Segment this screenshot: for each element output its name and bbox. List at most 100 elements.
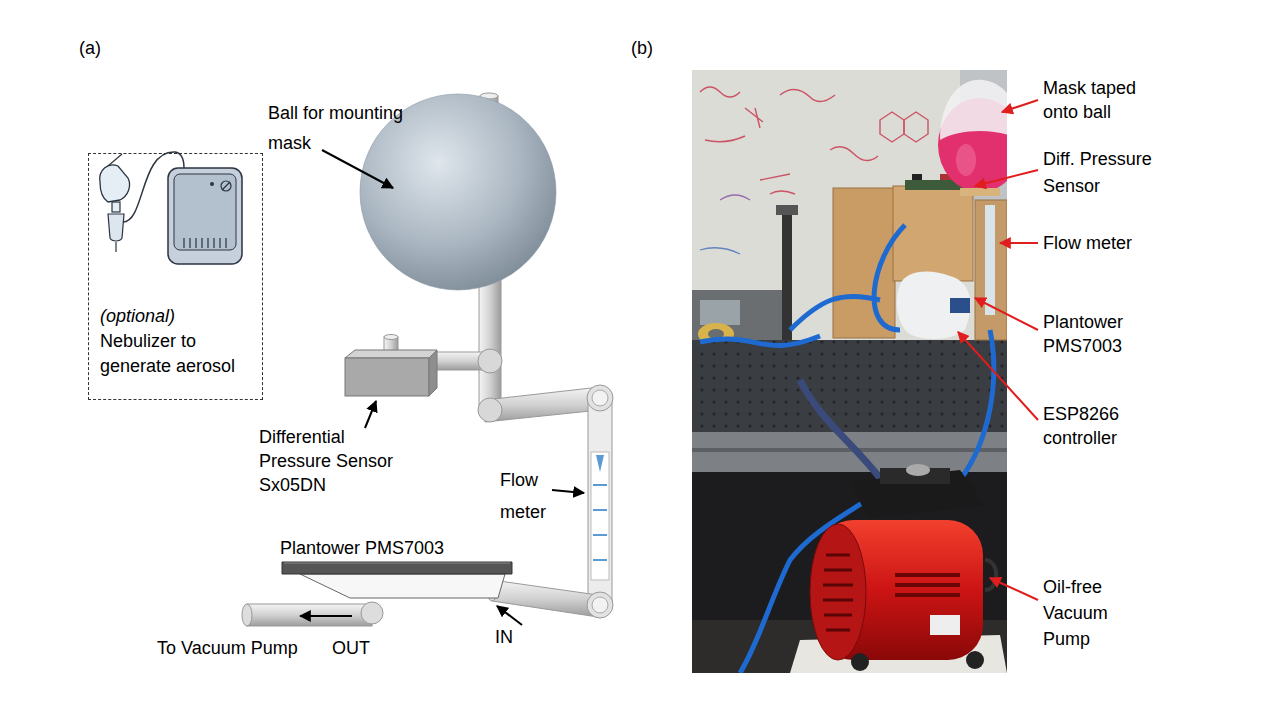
nebulizer-icon <box>108 214 124 241</box>
mask-ball-apparatus <box>345 350 437 358</box>
leader-arrows <box>322 150 393 188</box>
setup-photo <box>705 136 745 142</box>
setup-photo <box>776 205 798 215</box>
callout-arrows <box>958 332 1038 420</box>
setup-photo <box>912 174 922 180</box>
mask-ball-apparatus <box>492 580 598 617</box>
setup-photo <box>830 147 878 161</box>
panel-letter: (a) <box>79 36 101 60</box>
mask-ball-apparatus <box>242 93 613 626</box>
nebulizer-icon <box>174 174 236 250</box>
setup-photo <box>745 108 763 128</box>
setup-photo <box>975 200 1007 340</box>
part-label: Mask taped onto ball <box>1043 76 1148 124</box>
mask-ball-apparatus <box>284 563 510 564</box>
mask-ball-apparatus <box>479 270 501 405</box>
mask-ball-apparatus <box>591 452 609 580</box>
setup-photo <box>780 89 835 101</box>
setup-photo <box>700 225 994 673</box>
part-label: OUT <box>332 636 370 660</box>
nebulizer-icon <box>184 238 226 248</box>
setup-photo <box>966 651 984 669</box>
mask-ball-apparatus <box>361 602 383 624</box>
setup-photo <box>985 560 996 590</box>
part-label: Diff. Pressure Sensor <box>1043 146 1168 200</box>
mask-ball-apparatus <box>587 592 613 618</box>
part-label: Oil-free Vacuum Pump <box>1043 574 1123 652</box>
setup-photo <box>823 555 853 630</box>
mask-ball-apparatus <box>360 94 556 290</box>
equipment-label: Nebulizer to generate aerosol <box>100 329 254 379</box>
callout-arrows <box>1002 100 1038 112</box>
callout-arrows <box>958 100 1038 600</box>
setup-photo <box>700 336 820 346</box>
setup-photo <box>950 298 970 313</box>
mask-ball-apparatus <box>242 604 252 626</box>
mask-ball-apparatus <box>485 387 600 422</box>
nebulizer-icon <box>222 182 230 190</box>
nebulizer-icon <box>100 152 242 264</box>
leader-arrows <box>552 490 584 493</box>
nebulizer-icon <box>115 242 116 252</box>
setup-photo <box>692 432 1007 472</box>
part-label: Plantower PMS7003 <box>1043 310 1143 358</box>
setup-photo <box>904 112 928 142</box>
mask-ball-apparatus <box>300 574 505 598</box>
mask-ball-apparatus <box>247 604 372 626</box>
mask-ball-apparatus <box>478 398 502 422</box>
mask-ball-apparatus <box>588 398 612 606</box>
mask-ball-apparatus <box>282 562 512 574</box>
part-label: Ball for mounting mask <box>268 98 428 158</box>
part-label: IN <box>495 625 513 649</box>
setup-photo <box>930 615 960 635</box>
nebulizer-icon <box>112 202 120 212</box>
setup-photo <box>692 70 1007 673</box>
leader-arrows <box>497 606 522 625</box>
leader-arrows <box>300 615 352 617</box>
setup-photo <box>895 575 960 595</box>
setup-photo <box>760 174 795 194</box>
part-label: Differential Pressure Sensor Sx05DN <box>259 425 409 497</box>
setup-photo <box>897 271 971 339</box>
setup-photo <box>692 70 1007 673</box>
mask-ball-apparatus <box>592 390 608 406</box>
mask-ball-apparatus <box>384 335 398 340</box>
panel-letter: (b) <box>631 36 653 60</box>
setup-photo <box>880 112 904 142</box>
mask-ball-apparatus <box>593 485 607 560</box>
part-label: Plantower PMS7003 <box>280 536 444 560</box>
setup-photo <box>874 225 905 330</box>
setup-photo <box>700 87 928 194</box>
setup-photo <box>906 464 930 476</box>
setup-photo <box>810 524 866 660</box>
mask-ball-apparatus <box>429 350 437 396</box>
setup-photo <box>790 296 880 330</box>
setup-photo <box>956 144 976 176</box>
mask-ball-apparatus <box>345 358 429 396</box>
callout-arrows <box>975 170 1038 186</box>
callout-arrows <box>990 578 1038 600</box>
setup-photo <box>960 188 1000 196</box>
setup-photo <box>782 210 792 360</box>
nebulizer-icon <box>123 152 184 222</box>
part-label: To Vacuum Pump <box>157 636 298 660</box>
part-label: ESP8266 controller <box>1043 402 1138 450</box>
callout-arrows <box>975 298 1038 330</box>
setup-photo <box>940 80 1007 140</box>
setup-photo <box>851 653 869 671</box>
nebulizer-icon <box>108 154 122 166</box>
setup-photo <box>985 205 995 315</box>
leader-arrows <box>365 401 376 428</box>
setup-photo <box>692 340 1007 435</box>
part-label: Flow meter <box>500 464 560 528</box>
mask-ball-apparatus <box>587 385 613 411</box>
part-label: Flow meter <box>1043 231 1132 255</box>
nebulizer-icon <box>210 182 214 186</box>
mask-ball-apparatus <box>592 597 608 613</box>
callout-arrows <box>1000 242 1038 244</box>
setup-photo <box>700 87 740 97</box>
setup-photo <box>893 186 973 281</box>
optional-equipment-box: (optional)Nebulizer to generate aerosol <box>88 153 263 400</box>
note-tag: (optional) <box>100 304 254 329</box>
